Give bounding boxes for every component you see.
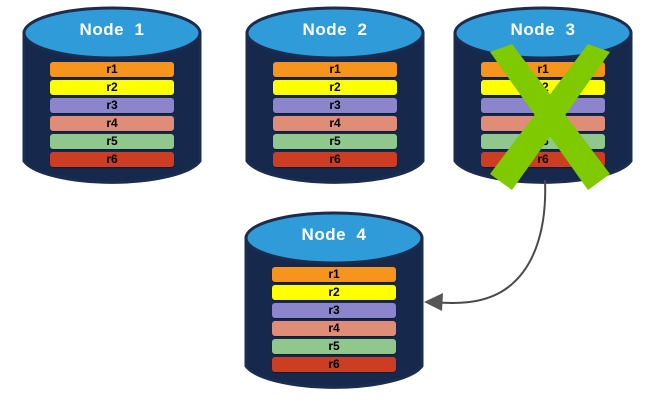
row-bar-r2: r2 <box>272 285 396 300</box>
node-1-rows: r1 r2 r3 r4 r5 r6 <box>50 62 174 170</box>
row-bar-r1: r1 <box>481 62 605 77</box>
row-bar-r3: r3 <box>50 98 174 113</box>
row-bar-r6: r6 <box>272 357 396 372</box>
row-bar-r1: r1 <box>50 62 174 77</box>
row-bar-r5: r5 <box>50 134 174 149</box>
row-bar-r6: r6 <box>273 152 397 167</box>
node-4-rows: r1 r2 r3 r4 r5 r6 <box>272 267 396 375</box>
replication-arrow-icon <box>424 179 547 311</box>
node-2[interactable]: Node 2 r1 r2 r3 r4 r5 r6 <box>245 6 425 188</box>
node-1[interactable]: Node 1 r1 r2 r3 r4 r5 r6 <box>22 6 202 188</box>
row-bar-r3: r3 <box>481 98 605 113</box>
row-bar-r6: r6 <box>481 152 605 167</box>
row-bar-r5: r5 <box>481 134 605 149</box>
row-bar-r4: r4 <box>272 321 396 336</box>
row-bar-r6: r6 <box>50 152 174 167</box>
row-bar-r2: r2 <box>50 80 174 95</box>
row-bar-r1: r1 <box>273 62 397 77</box>
node-3[interactable]: Node 3 r1 r2 r3 r4 r5 r6 <box>453 6 633 188</box>
row-bar-r3: r3 <box>273 98 397 113</box>
node-2-rows: r1 r2 r3 r4 r5 r6 <box>273 62 397 170</box>
row-bar-r1: r1 <box>272 267 396 282</box>
row-bar-r5: r5 <box>273 134 397 149</box>
row-bar-r3: r3 <box>272 303 396 318</box>
row-bar-r4: r4 <box>273 116 397 131</box>
row-bar-r2: r2 <box>273 80 397 95</box>
node-4[interactable]: Node 4 r1 r2 r3 r4 r5 r6 <box>244 211 424 393</box>
row-bar-r2: r2 <box>481 80 605 95</box>
row-bar-r5: r5 <box>272 339 396 354</box>
row-bar-r4: r4 <box>50 116 174 131</box>
node-3-rows: r1 r2 r3 r4 r5 r6 <box>481 62 605 170</box>
row-bar-r4: r4 <box>481 116 605 131</box>
